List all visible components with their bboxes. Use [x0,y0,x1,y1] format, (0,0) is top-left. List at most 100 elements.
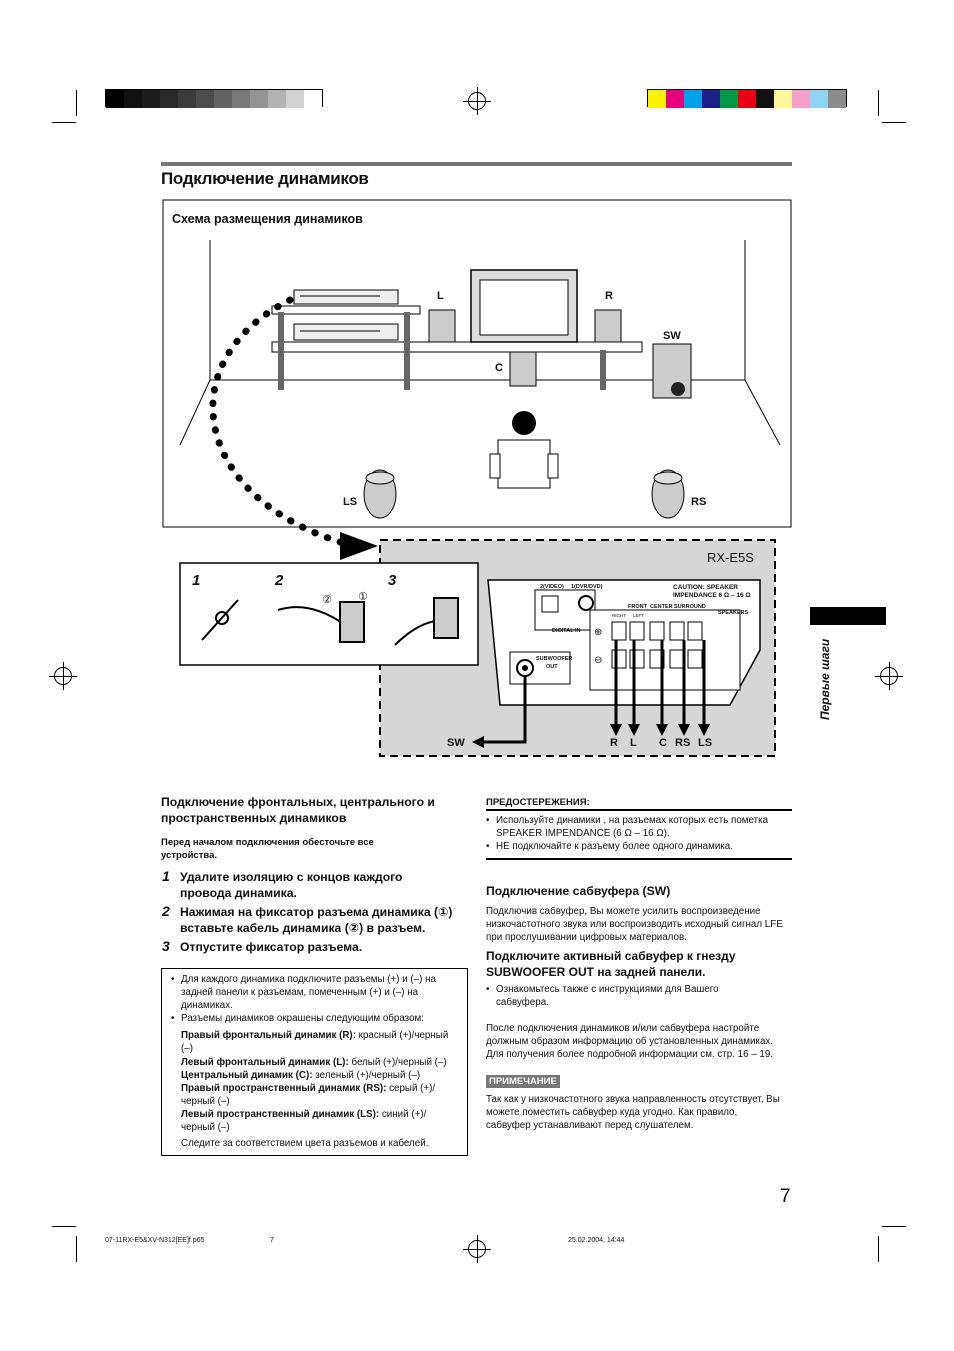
color-swatch [738,90,756,108]
label-sw: SW [663,330,681,342]
minus-symbol: ⊖ [594,655,603,666]
color-pair-rs: Правый пространственный динамик (RS): се… [181,1082,436,1107]
label-l: L [437,290,444,302]
footer-date: 25.02.2004, 14:44 [568,1237,625,1244]
color-swatch [756,90,774,108]
crop-mark [878,90,879,116]
gray-swatch [268,90,286,108]
subwoofer-step: Подключите активный сабвуфер к гнезду SU… [486,949,736,979]
registration-mark-icon [49,662,77,690]
arrow-head-icon [340,532,378,560]
label-rs: RS [691,496,707,508]
color-pair-c: Центральный динамик (C): зеленый (+)/чер… [181,1069,421,1081]
panel-caution-2: IMPENDANCE 6 Ω – 16 Ω [673,592,751,599]
box-bullet-2: Разъемы динамиков окрашены следующим обр… [171,1012,459,1025]
crop-mark [52,1226,76,1227]
step-text: Нажимая на фиксатор разъема динамика (①)… [180,905,453,935]
panel-dvd: 1(DVR/DVD) [571,584,603,590]
label-ls: LS [343,496,358,508]
panel-sub-out-2: OUT [546,664,558,670]
gray-swatch [232,90,250,108]
panel-left: LEFT [633,613,645,618]
label-r: R [605,290,613,302]
color-info-box: Для каждого динамика подключите разъемы … [161,968,468,1156]
color-pair-r: Правый фронтальный динамик (R): красный … [181,1030,449,1055]
dotted-arrow-path [209,296,354,549]
gray-swatch [286,90,304,108]
step-1-number: 1 [192,572,201,589]
side-tab-block [810,607,886,625]
subwoofer-bullet: Ознакомьтесь также с инструкциями для Ва… [486,983,761,1009]
note-badge: ПРИМЕЧАНИЕ [486,1075,560,1088]
gray-swatch [214,90,232,108]
box-bullet-1: Для каждого динамика подключите разъемы … [171,973,459,1012]
grayscale-bar [105,89,323,108]
listener-icon [489,411,559,489]
left-heading-line-1: Подключение фронтальных, центрального и [161,795,435,809]
panel-right: RIGHT [612,613,626,618]
footer-file: 07-11RX-E5&XV-N312[EE]f.p65 [105,1237,205,1244]
subwoofer-icon [652,343,692,399]
circled-2: ② [322,594,332,606]
crop-mark [76,1236,77,1262]
subwoofer-arrow-icon [472,736,484,748]
panel-front: FRONT [628,604,647,610]
instruction-step-1: 1 Удалите изоляцию с концов каждого пров… [162,868,472,901]
caution-rule-bottom [486,858,792,860]
subwoofer-heading: Подключение сабвуфера (SW) [486,884,671,898]
box-footer: Следите за соответствием цвета разъемов … [181,1138,429,1150]
caution-list: Используйте динамики , на разъемах котор… [486,814,786,853]
left-intro-line-2: устройства. [161,850,218,861]
cable-arrow-icons [610,724,710,736]
model-label: RX-E5S [707,550,754,565]
color-swatch [702,90,720,108]
gray-swatch [124,90,142,108]
step-2-illustration [277,601,365,643]
panel-speakers: SPEAKERS [718,610,749,616]
panel-sub-out-1: SUBWOOFER [536,656,573,662]
registration-mark-icon [463,87,491,115]
crop-mark [76,90,77,116]
step-text: Удалите изоляцию с концов каждого провод… [180,870,403,900]
color-swatch [720,90,738,108]
speaker-c-icon [509,351,537,387]
color-pair-l: Левый фронтальный динамик (L): белый (+)… [181,1056,447,1068]
instruction-step-3: 3 Отпустите фиксатор разъема. [162,938,472,955]
panel-center: CENTER [650,604,673,610]
subwoofer-cable [484,676,527,744]
speaker-ls-icon [363,469,397,519]
color-swatch [684,90,702,108]
color-bar [647,89,847,108]
bottom-label-r: R [610,737,618,749]
gray-swatch [304,90,322,108]
bottom-label-c: C [659,737,667,749]
note-text: Так как у низкочастотного звука направле… [486,1094,780,1132]
gray-swatch [178,90,196,108]
caution-item-2: НЕ подключайте к разъему более одного ди… [486,840,786,853]
bottom-label-sw: SW [447,737,465,749]
steps-inset [179,562,479,666]
diagram-title: Схема размещения динамиков [172,212,363,226]
crop-mark [878,1236,879,1262]
bottom-label-rs: RS [675,737,691,749]
step-number: 2 [162,903,170,919]
color-pair-ls: Левый пространственный динамик (LS): син… [181,1108,427,1134]
gray-swatch [106,90,124,108]
room-frame [162,199,792,528]
step-number: 3 [162,938,170,954]
bottom-label-l: L [630,737,637,749]
gray-swatch [250,90,268,108]
speaker-terminals [611,621,703,669]
page-title: Подключение динамиков [161,169,369,188]
speaker-diagram [162,199,792,757]
tv-icon [470,269,578,343]
panel-surround: SURROUND [674,604,706,610]
color-swatch [666,90,684,108]
gray-swatch [196,90,214,108]
speaker-rs-icon [651,469,685,519]
caution-item-1: Используйте динамики , на разъемах котор… [486,814,786,840]
plus-symbol: ⊕ [594,627,603,638]
panel-caution-1: CAUTION: SPEAKER [673,584,739,591]
step-3-number: 3 [388,572,397,589]
circled-1: ① [358,591,368,603]
